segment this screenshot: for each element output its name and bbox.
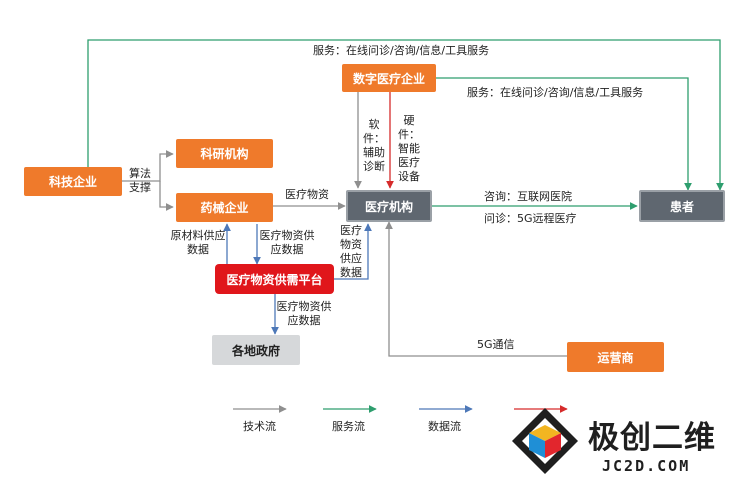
label-supply-data-line-2: 应数据: [270, 243, 304, 256]
label-raw-supply-line-1: 原材料供应: [170, 229, 226, 242]
legend-service-label: 服务流: [332, 420, 365, 433]
node-platform: 医疗物资供需平台: [215, 264, 334, 294]
label-digital-service: 服务：在线问诊/咨询/信息/工具服务: [467, 86, 644, 99]
node-research: 科研机构: [176, 139, 273, 168]
tech-flow-research: [122, 150, 174, 182]
legend-tech-label: 技术流: [243, 420, 276, 433]
label-inst-supply-line-2: 物资: [340, 238, 362, 251]
label-inst-supply: 医疗 物资 供应 数据: [337, 224, 365, 280]
label-supply-data: 医疗物资供 应数据: [255, 229, 319, 257]
label-consult: 咨询：互联网医院: [484, 190, 572, 203]
label-raw-supply-line-2: 数据: [187, 243, 209, 256]
node-pharma: 药械企业: [176, 193, 273, 222]
node-operator: 运营商: [567, 342, 664, 372]
label-hardware-line-3: 医疗: [398, 156, 420, 169]
label-remote: 问诊：5G远程医疗: [484, 212, 577, 225]
node-patient: 患者: [639, 190, 725, 222]
node-medical-institution: 医疗机构: [346, 190, 432, 222]
node-digital-medical: 数字医疗企业: [342, 64, 436, 92]
label-algorithm-line-2: 支撑: [129, 181, 151, 194]
label-algorithm-line-1: 算法: [129, 167, 151, 180]
label-inst-supply-line-1: 医疗: [340, 224, 362, 237]
tech-flow-5g: [385, 221, 567, 357]
logo-name: 极创二维: [588, 420, 716, 456]
data-flow-platform-inst: [334, 223, 372, 280]
legend-data-label: 数据流: [428, 420, 461, 433]
node-tech-company: 科技企业: [24, 167, 122, 196]
service-flow-digital: [436, 77, 692, 191]
label-hardware-line-1: 硬件：: [398, 114, 420, 141]
label-gov-supply: 医疗物资供 应数据: [272, 300, 336, 328]
label-software-line-2: 辅助: [363, 146, 385, 159]
label-medical-supplies: 医疗物资: [285, 188, 329, 201]
label-algorithm: 算法 支撑: [126, 167, 154, 195]
logo-mark: [512, 408, 578, 474]
label-gov-supply-line-2: 应数据: [287, 314, 321, 327]
label-software: 软件： 辅助 诊断: [359, 118, 389, 174]
label-inst-supply-line-4: 数据: [340, 266, 362, 279]
label-software-line-3: 诊断: [363, 160, 385, 173]
label-software-line-1: 软件：: [363, 118, 385, 145]
label-top-service: 服务：在线问诊/咨询/信息/工具服务: [313, 44, 490, 57]
label-inst-supply-line-3: 供应: [340, 252, 362, 265]
label-5g: 5G通信: [477, 338, 515, 351]
label-hardware: 硬件： 智能 医疗 设备: [393, 114, 425, 184]
tech-flow-pharma: [159, 181, 174, 211]
service-flow-top: [87, 39, 724, 191]
label-gov-supply-line-1: 医疗物资供: [276, 300, 332, 313]
label-supply-data-line-1: 医疗物资供: [259, 229, 315, 242]
label-hardware-line-2: 智能: [398, 142, 420, 155]
label-hardware-line-4: 设备: [398, 170, 420, 183]
label-raw-supply: 原材料供应 数据: [166, 229, 230, 257]
node-government: 各地政府: [212, 335, 300, 365]
logo-url: JC2D.COM: [602, 457, 691, 475]
